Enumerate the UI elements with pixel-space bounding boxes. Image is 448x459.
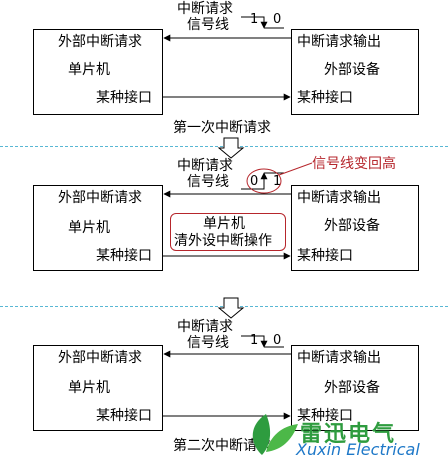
level-low-1: 0 [273,12,282,27]
logo-name-en: Xuxin Electrical [296,440,420,459]
device-box-1: 中断请求输出 外部设备 某种接口 [291,29,419,115]
callout-signal-high: 信号线变回高 [312,156,396,172]
clear-int-box: 单片机 清外设中断操作 [170,213,286,251]
mcu-name: 单片机 [68,380,110,396]
mcu-int-label: 外部中断请求 [58,190,142,206]
device-int-output: 中断请求输出 [297,34,381,50]
device-name: 外部设备 [324,62,380,78]
mcu-port: 某种接口 [96,408,152,424]
mcu-port: 某种接口 [96,90,152,106]
signal-line-label-3a: 中断请求 [177,319,233,335]
device-name: 外部设备 [324,218,380,234]
level-low-3: 0 [273,333,282,348]
clear-int-line-2: 清外设中断操作 [174,233,272,249]
caption-panel-1: 第一次中断请求 [173,120,271,136]
mcu-box-3: 外部中断请求 单片机 某种接口 [33,345,163,431]
level-high-3: 1 [250,333,259,348]
down-arrow-2 [217,297,245,319]
mcu-name: 单片机 [68,220,110,236]
level-low-2: 0 [250,174,259,189]
logo-name-cn: 雷迅电气 [300,422,397,447]
level-high-2: 1 [273,174,282,189]
device-box-2: 中断请求输出 外部设备 某种接口 [291,185,419,271]
callout-leader [278,162,313,176]
device-port: 某种接口 [297,408,353,424]
leaf-logo-icon [252,414,298,455]
signal-line-label-3b: 信号线 [187,335,229,351]
clear-int-line-1: 单片机 [203,216,245,232]
down-arrow-1 [217,137,245,159]
device-int-output: 中断请求输出 [297,190,381,206]
device-port: 某种接口 [297,248,353,264]
device-port: 某种接口 [297,90,353,106]
signal-line-label-2b: 信号线 [187,174,229,190]
callout-ellipse [246,168,282,194]
device-name: 外部设备 [324,380,380,396]
rising-edge-2 [241,172,268,190]
signal-line-label-1a: 中断请求 [177,1,233,17]
device-int-output: 中断请求输出 [297,350,381,366]
mcu-name: 单片机 [68,62,110,78]
caption-panel-3: 第二次中断请求 [173,438,271,454]
signal-line-label-1b: 信号线 [187,17,229,33]
mcu-box-2: 外部中断请求 单片机 某种接口 [33,185,163,271]
device-box-3: 中断请求输出 外部设备 某种接口 [291,345,419,431]
signal-line-label-2a: 中断请求 [177,158,233,174]
falling-edge-1 [241,16,268,29]
falling-edge-3 [241,335,268,348]
mcu-port: 某种接口 [96,248,152,264]
mcu-int-label: 外部中断请求 [58,34,142,50]
level-high-1: 1 [250,12,259,27]
mcu-int-label: 外部中断请求 [58,350,142,366]
mcu-box-1: 外部中断请求 单片机 某种接口 [33,29,163,115]
